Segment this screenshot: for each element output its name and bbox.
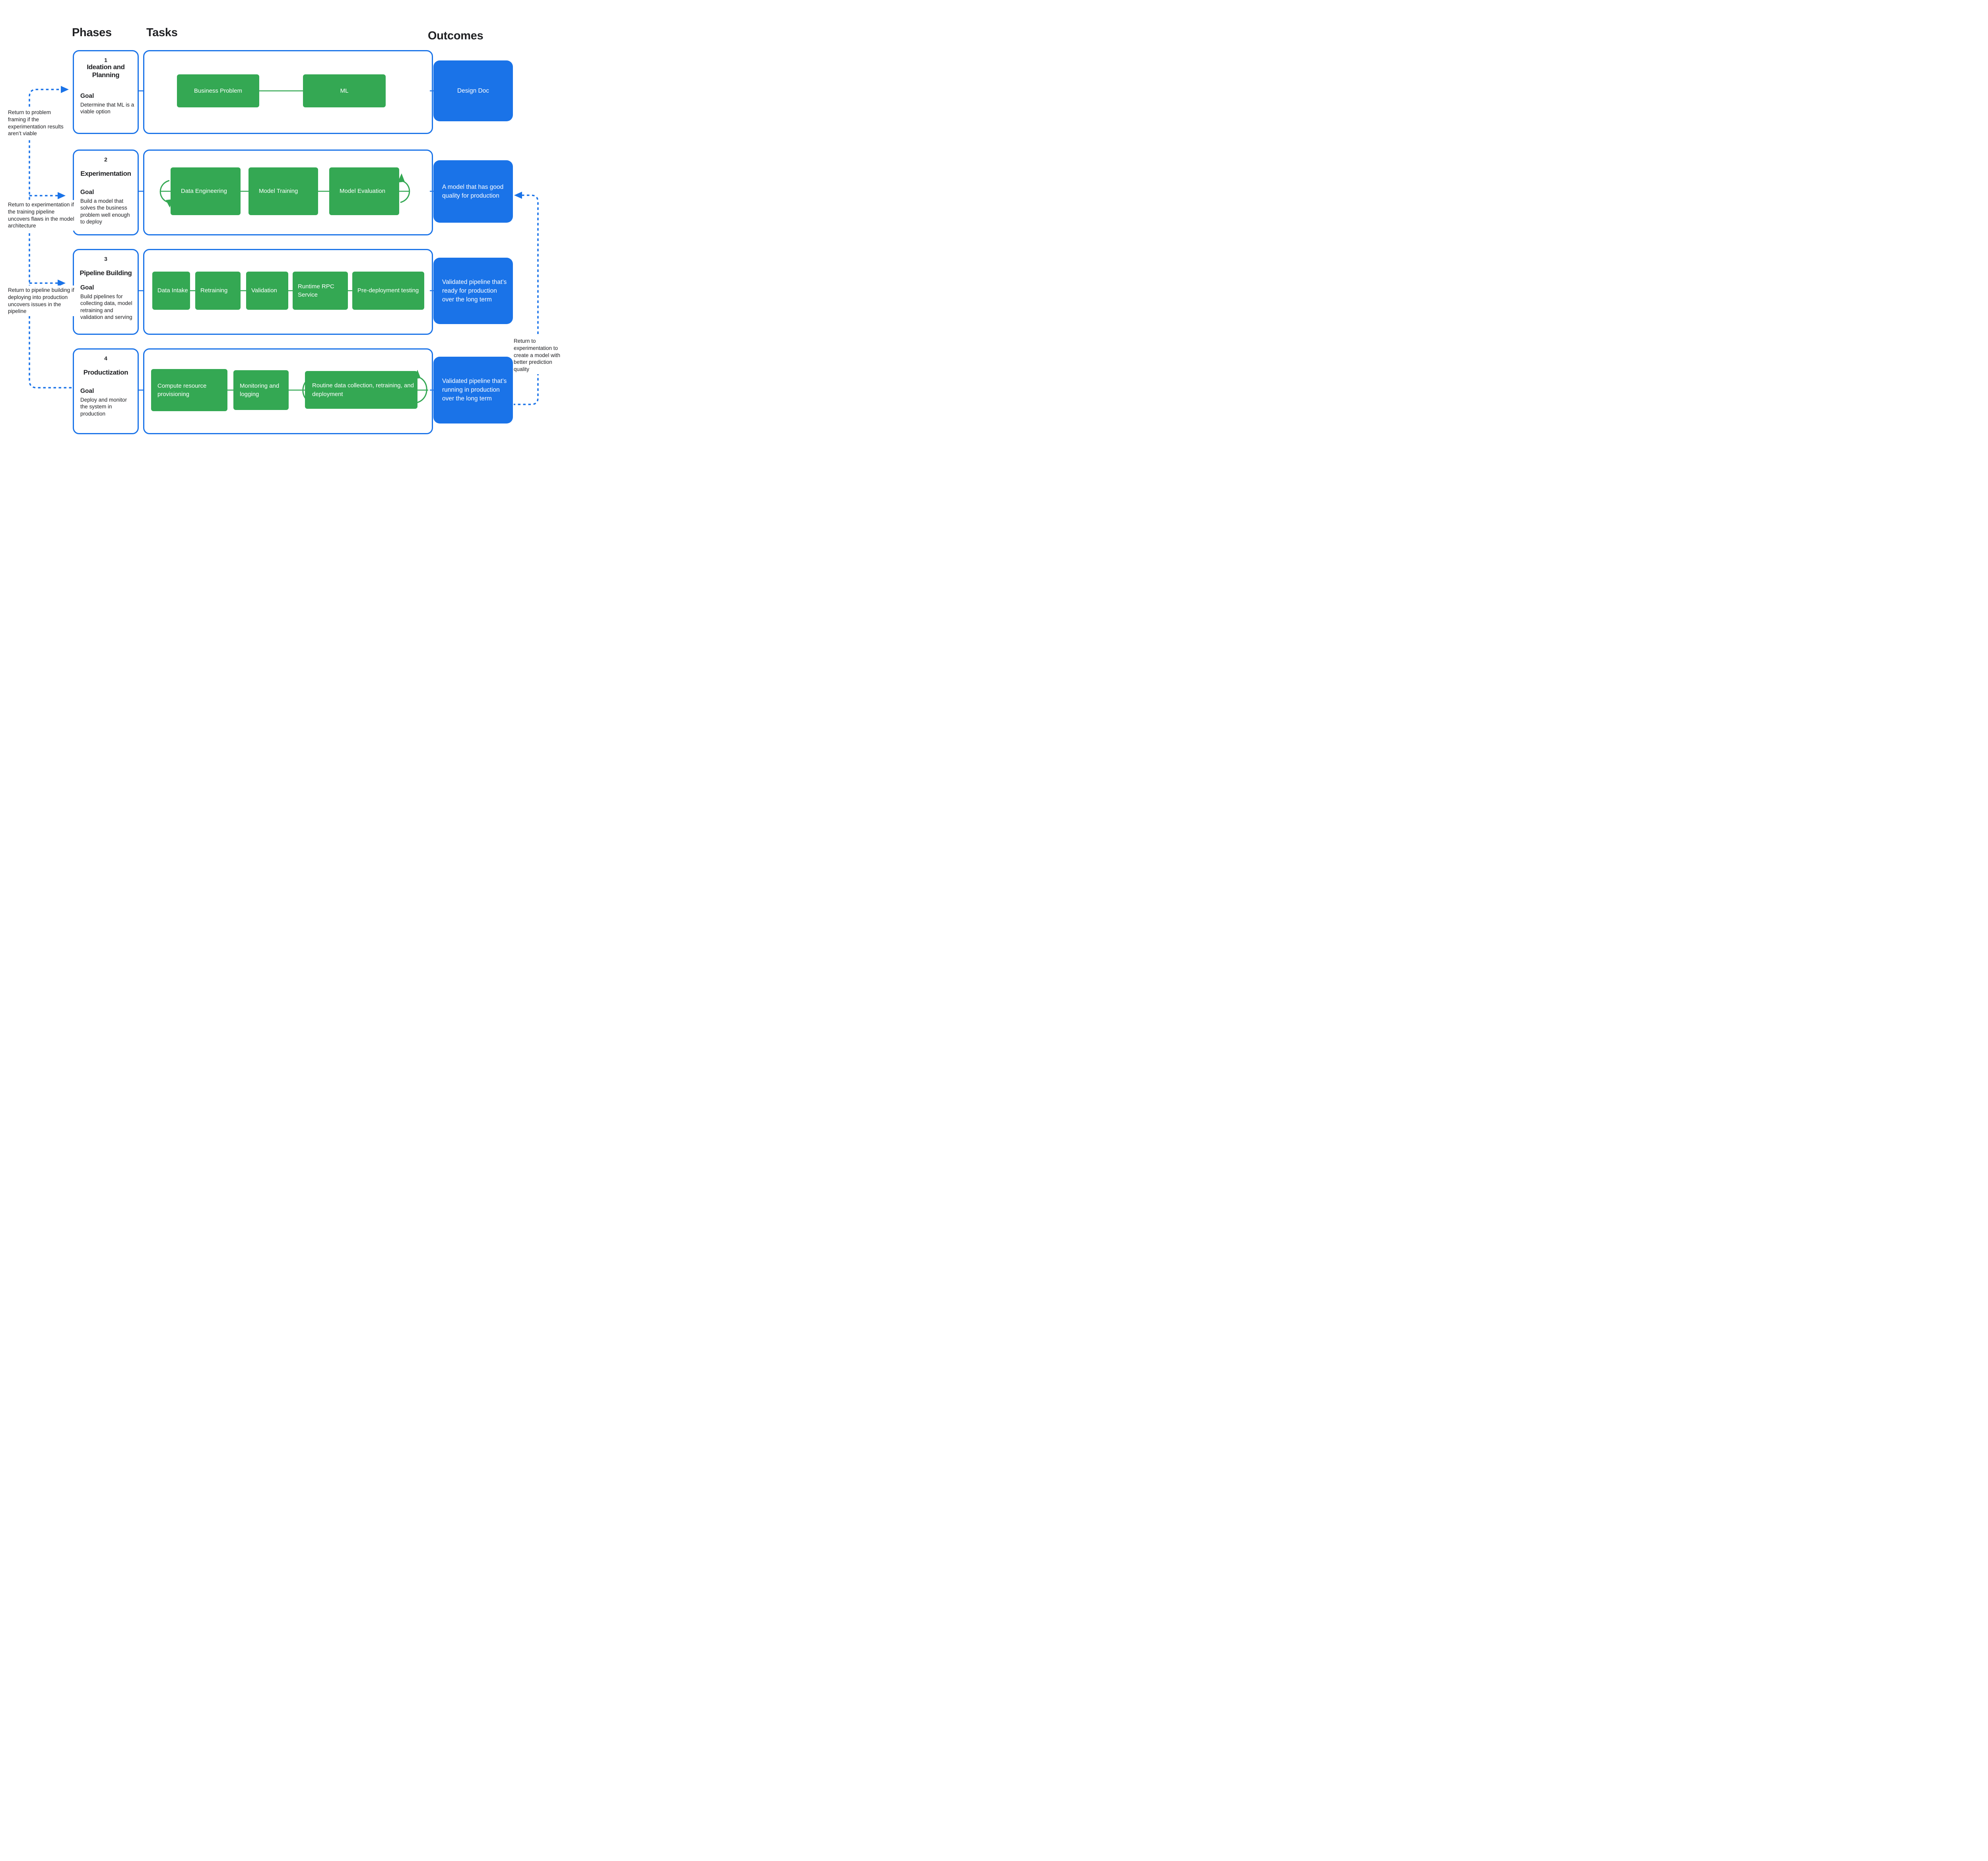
outcome-validated-pipeline-ready: Validated pipeline that’s ready for prod… [433,258,513,324]
goal-text: Deploy and monitor the system in product… [80,397,127,417]
task-model-training: Model Training [248,167,318,215]
task-retraining: Retraining [195,272,241,310]
task-validation: Validation [246,272,288,310]
phase-goal: Goal Determine that ML is a viable optio… [80,93,135,115]
solid-blue-connectors [136,90,434,391]
phase-title: Pipeline Building [80,269,132,277]
left-return-arrowheads [58,86,69,287]
goal-label: Goal [80,189,94,196]
goal-text: Determine that ML is a viable option [80,102,134,115]
tasks-column-header: Tasks [146,26,178,39]
phase-card-productization: 4 Productization Goal Deploy and monitor… [73,348,139,434]
phase-card-experimentation: 2 Experimentation Goal Build a model tha… [73,150,139,235]
annotation-return-experimentation: Return to experimentation if the trainin… [8,200,75,231]
task-compute-resource-provisioning: Compute resource provisioning [151,369,227,411]
task-ml: ML [303,74,386,107]
goal-label: Goal [80,93,94,99]
annotation-return-experimentation-right: Return to experimentation to create a mo… [514,336,564,375]
green-task-connectors [159,90,428,391]
task-model-evaluation: Model Evaluation [329,167,399,215]
outcome-quality-model: A model that has good quality for produc… [433,160,513,223]
phase-title: Experimentation [80,170,131,177]
phase-title: Ideation and Planning [87,63,125,79]
left-return-dotted-path [29,89,72,389]
right-return-arrowhead [514,192,522,199]
outcomes-column-header: Outcomes [428,29,483,42]
task-routine-data-collection: Routine data collection, retraining, and… [305,371,417,409]
goal-text: Build pipelines for collecting data, mod… [80,293,132,320]
phase-title: Productization [83,369,128,376]
task-pre-deployment-testing: Pre-deployment testing [352,272,424,310]
phase-goal: Goal Build a model that solves the busin… [80,189,135,225]
experimentation-loop-arrows [159,180,410,203]
phase-goal: Goal Build pipelines for collecting data… [80,284,135,321]
phases-column-header: Phases [72,26,112,39]
goal-label: Goal [80,388,94,394]
phase-card-ideation-planning: 1 Ideation and Planning Goal Determine t… [73,50,139,134]
task-data-intake: Data Intake [152,272,190,310]
task-runtime-rpc-service: Runtime RPC Service [293,272,348,310]
phase-number: 3 [104,256,107,262]
goal-label: Goal [80,284,94,291]
phase-goal: Goal Deploy and monitor the system in pr… [80,388,135,417]
annotation-return-pipeline-building: Return to pipeline building if deploying… [8,286,76,317]
phase-number: 4 [104,355,107,361]
phase-number: 1 [104,57,107,63]
task-monitoring-and-logging: Monitoring and logging [233,370,289,410]
mlops-phases-diagram: Phases Tasks Outcomes 1 Ideation and Pla… [0,0,564,465]
outcome-validated-pipeline-running: Validated pipeline that’s running in pro… [433,357,513,423]
task-data-engineering: Data Engineering [171,167,241,215]
task-business-problem: Business Problem [177,74,259,107]
outcome-design-doc: Design Doc [433,60,513,121]
annotation-return-problem-framing: Return to problem framing if the experim… [8,108,68,139]
goal-text: Build a model that solves the business p… [80,198,130,225]
phase-number: 2 [104,156,107,163]
phase-card-pipeline-building: 3 Pipeline Building Goal Build pipelines… [73,249,139,335]
right-return-dotted-path [514,194,539,405]
